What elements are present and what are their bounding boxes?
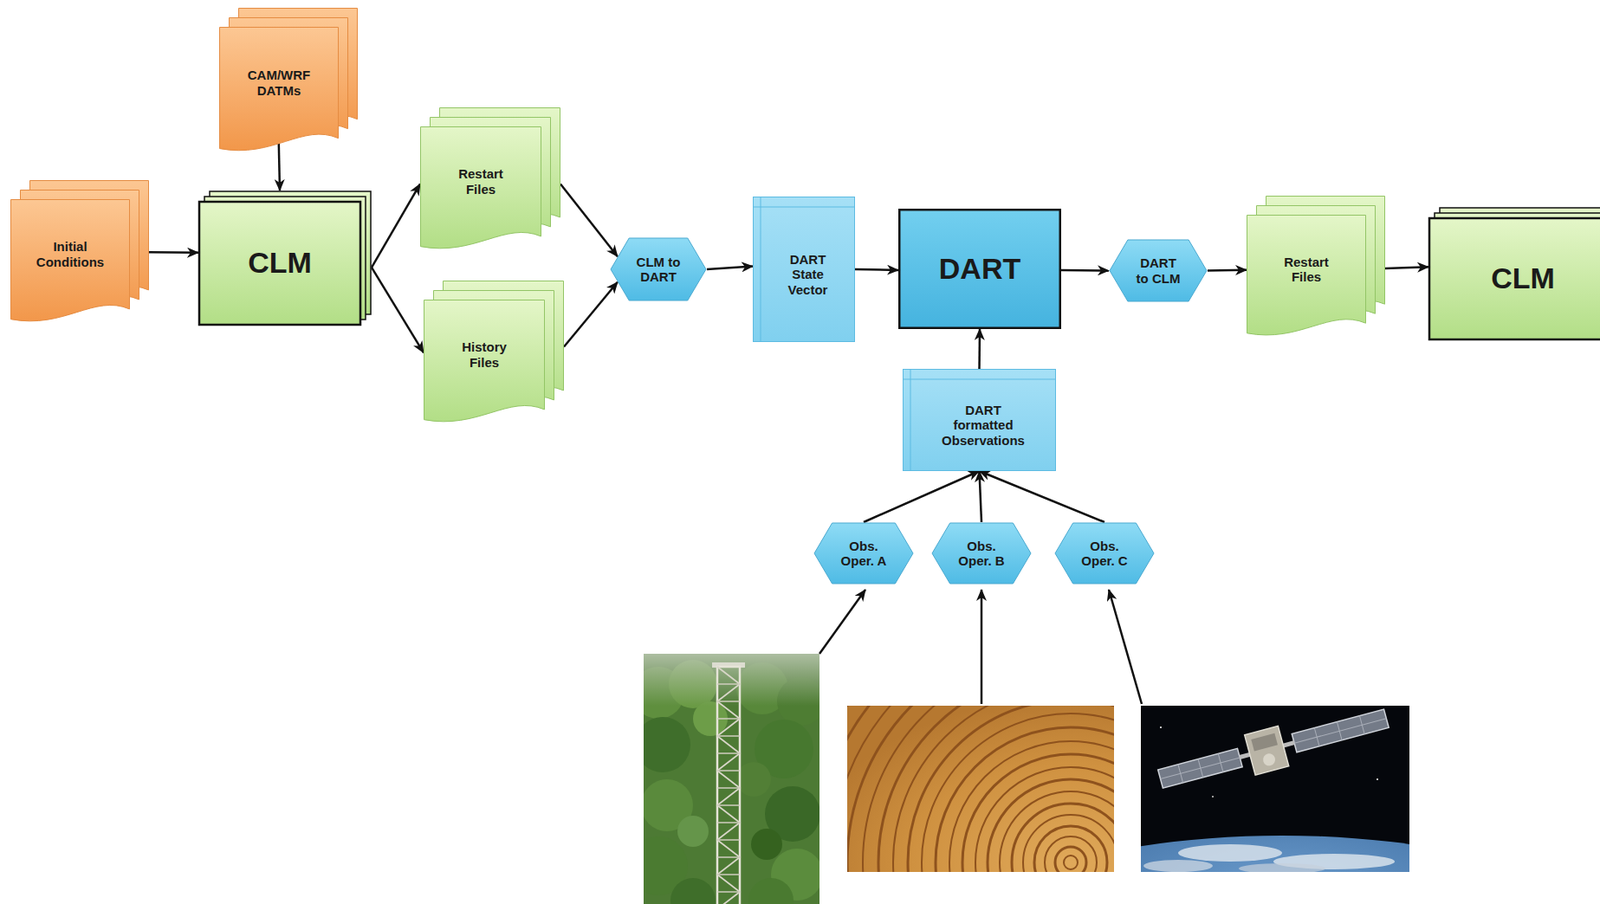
label-area: Obs. Oper. B	[940, 522, 1023, 585]
converter-hexagon: DART to CLM	[1108, 239, 1208, 303]
converter-hexagon: CLM to DART	[609, 237, 707, 302]
input-document-stack: Initial Conditions	[10, 180, 149, 328]
node-label: DART State Vector	[782, 252, 835, 298]
node-label: History Files	[453, 339, 515, 370]
node-label: Obs. Oper. B	[955, 538, 1008, 570]
node-label: CLM to DART	[628, 254, 689, 286]
label-area: DART	[898, 208, 1062, 330]
node-label: Restart Files	[1276, 254, 1337, 286]
label-area: Obs. Oper. C	[1063, 522, 1146, 585]
label-area: Restart Files	[1246, 214, 1367, 324]
flow-arrow	[563, 282, 618, 348]
node-label: DART	[939, 252, 1021, 286]
flow-arrow	[1385, 266, 1429, 269]
data-store-box: DART State Vector	[752, 196, 856, 343]
node-label: Initial Conditions	[29, 239, 112, 270]
label-area: DART formatted Observations	[910, 379, 1056, 472]
label-area: CLM	[198, 200, 362, 326]
operator-hexagon: Obs. Oper. C	[1054, 522, 1155, 585]
node-label: Restart Files	[450, 166, 512, 197]
label-area: DART State Vector	[760, 207, 856, 343]
leader-arrow	[980, 589, 984, 705]
flow-arrow	[706, 266, 753, 270]
flow-arrow	[560, 183, 618, 257]
leader-arrow	[819, 589, 866, 655]
label-area: Obs. Oper. A	[822, 522, 905, 585]
label-area: History Files	[423, 299, 545, 410]
flow-arrow	[855, 268, 899, 272]
label-area: DART to CLM	[1118, 239, 1199, 303]
operator-hexagon: Obs. Oper. A	[813, 522, 914, 585]
operator-hexagon: Obs. Oper. B	[931, 522, 1032, 585]
process-box: DART	[898, 208, 1062, 330]
label-area: CLM	[1428, 217, 1600, 341]
label-area: Initial Conditions	[10, 199, 130, 310]
flow-arrow	[148, 251, 199, 254]
output-document-stack: Restart Files	[420, 107, 561, 255]
flow-arrow	[863, 471, 980, 523]
satellite-photo	[1140, 706, 1410, 873]
model-box-stack: CLM	[1428, 207, 1600, 341]
flow-arrow	[371, 267, 424, 353]
flow-arrow	[979, 471, 1106, 523]
observation-leader-lines	[819, 589, 1142, 705]
node-label: Obs. Oper. A	[837, 538, 890, 570]
flow-arrow	[1061, 269, 1109, 273]
data-store-box: DART formatted Observations	[902, 369, 1056, 472]
output-document-stack: Restart Files	[1246, 195, 1386, 342]
node-label: CAM/WRF DATMs	[242, 67, 317, 98]
output-document-stack: History Files	[423, 280, 564, 428]
node-label: CLM	[247, 246, 312, 280]
tree-rings-photo	[847, 706, 1115, 873]
model-box-stack: CLM	[198, 190, 372, 326]
flow-arrow	[979, 471, 983, 523]
flow-arrow	[278, 143, 280, 191]
node-label: Obs. Oper. C	[1078, 538, 1131, 570]
node-label: DART formatted Observations	[938, 402, 1030, 448]
leader-arrow	[1108, 589, 1142, 705]
node-label: CLM	[1490, 261, 1555, 296]
label-area: Restart Files	[420, 126, 542, 237]
flow-arrow	[1207, 268, 1247, 272]
forest-tower-photo	[643, 654, 820, 904]
input-document-stack: CAM/WRF DATMs	[219, 7, 358, 157]
label-area: CLM to DART	[619, 237, 698, 302]
node-label: DART to CLM	[1133, 255, 1182, 286]
flow-arrow	[371, 183, 421, 268]
label-area: CAM/WRF DATMs	[219, 26, 339, 139]
flow-arrow	[978, 329, 981, 370]
